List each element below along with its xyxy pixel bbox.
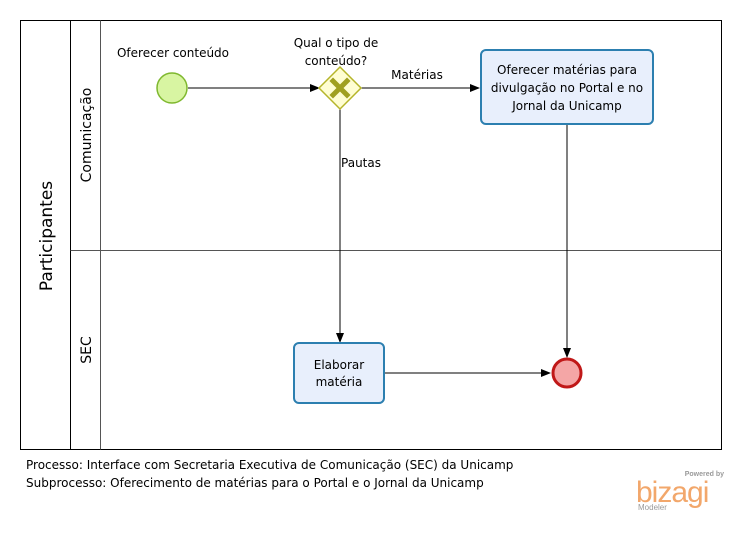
- task-oferecer-line3: Jornal da Unicamp: [511, 99, 621, 113]
- task-elaborar-materia[interactable]: Elaborar matéria: [293, 342, 385, 404]
- lane-label-comunicacao: Comunicação: [79, 88, 95, 183]
- logo-product: Modeler: [638, 503, 667, 512]
- flow-label-pautas: Pautas: [341, 156, 381, 170]
- start-event-label: Oferecer conteúdo: [117, 46, 229, 60]
- flow-label-materias: Matérias: [391, 68, 443, 82]
- gateway-label-line2: conteúdo?: [305, 54, 368, 68]
- start-event[interactable]: [156, 72, 188, 104]
- task-oferecer-line2: divulgação no Portal e no: [491, 81, 643, 95]
- gateway-x-icon: [329, 77, 351, 99]
- end-event[interactable]: [551, 357, 583, 389]
- task-oferecer-materias[interactable]: Oferecer matérias para divulgação no Por…: [480, 49, 654, 125]
- logo-powered-by: Powered by: [684, 471, 724, 478]
- task-elaborar-line2: matéria: [316, 375, 363, 389]
- footer-processo: Processo: Interface com Secretaria Execu…: [26, 458, 514, 472]
- bizagi-logo: Powered by bizagi Modeler: [636, 468, 728, 514]
- gateway-label-line1: Qual o tipo de: [294, 36, 379, 50]
- task-oferecer-line1: Oferecer matérias para: [497, 63, 637, 77]
- lane-comunicacao[interactable]: Comunicação: [79, 20, 101, 450]
- lane-label-sec: SEC: [79, 336, 95, 364]
- pool-label: Participantes: [37, 181, 57, 291]
- task-elaborar-line1: Elaborar: [314, 358, 365, 372]
- lane-sec[interactable]: SEC: [79, 336, 95, 364]
- logo-wordmark: bizagi: [636, 476, 709, 509]
- footer-subprocesso: Subprocesso: Oferecimento de matérias pa…: [26, 476, 484, 490]
- bpmn-diagram: Participantes Comunicação SEC Matérias P…: [20, 20, 722, 450]
- exclusive-gateway[interactable]: [317, 65, 363, 111]
